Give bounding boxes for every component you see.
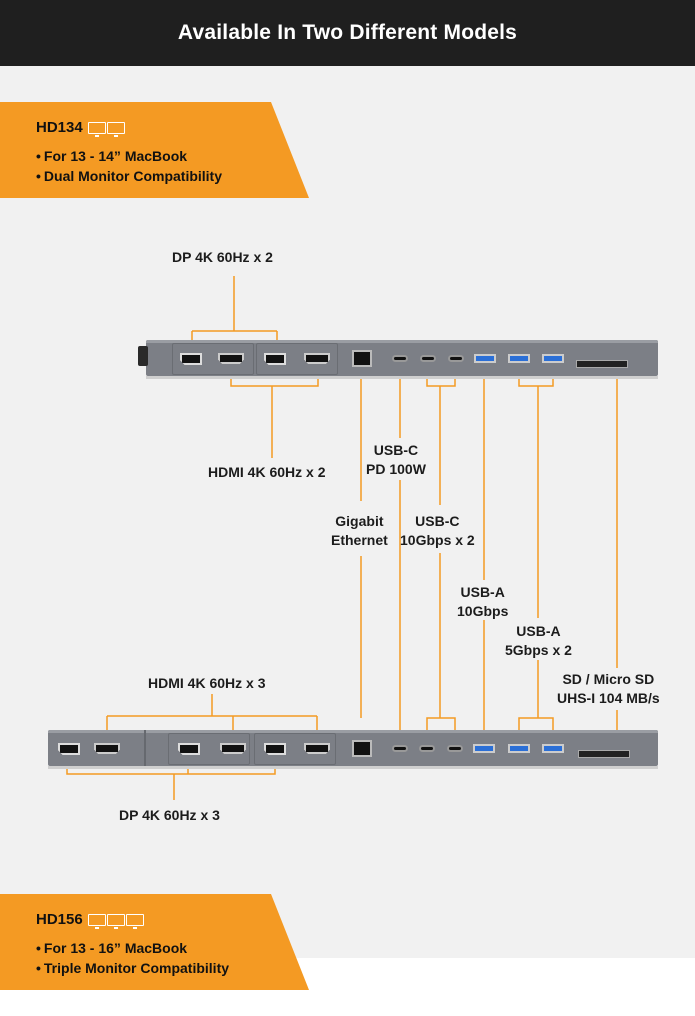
hdmi-port [304,743,330,754]
hdmi-port [220,743,246,754]
page-header: Available In Two Different Models [0,0,695,66]
feature-list: For 13 - 16” MacBook Triple Monitor Comp… [36,938,229,978]
label-line: SD / Micro SD [562,671,655,687]
usb-a-port [542,744,564,753]
line-hd134-dp [191,276,278,348]
displayport-port [264,353,286,365]
usb-a-port [473,744,495,753]
port-plate [254,733,336,765]
feature-item: For 13 - 16” MacBook [36,938,229,958]
port-plate [168,733,250,765]
displayport-port [264,743,286,755]
ethernet-port [352,350,372,367]
label-sd: SD / Micro SD UHS-I 104 MB/s [557,670,660,708]
label-hd134-dp: DP 4K 60Hz x 2 [172,249,273,265]
model-name-text: HD156 [36,911,83,928]
sd-card-slot [576,360,628,368]
line-usba-5g-bottom [518,660,554,736]
model-name: HD156 [36,911,144,929]
label-hd156-dp: DP 4K 60Hz x 3 [119,807,220,823]
dock-shadow [146,376,658,379]
dual-monitor-icon [87,121,125,137]
label-line: USB-C [415,513,460,529]
ethernet-port [352,740,372,757]
feature-list: For 13 - 14” MacBook Dual Monitor Compat… [36,146,222,186]
model-tag-hd134: HD134 For 13 - 14” MacBook Dual Monitor … [0,102,309,198]
port-plate [172,343,254,375]
feature-item: For 13 - 14” MacBook [36,146,222,166]
dock-edge [146,340,658,343]
label-line: 10Gbps x 2 [400,532,475,548]
label-line: Gigabit [335,513,384,529]
model-tag-hd156: HD156 For 13 - 16” MacBook Triple Monito… [0,894,309,990]
usb-c-port [392,355,408,362]
monitor-icon [125,913,144,929]
line-usbc-10g-bottom [426,553,456,736]
hdmi-port [304,353,330,364]
line-usbc-10g-top [426,368,456,505]
label-hd134-hdmi: HDMI 4K 60Hz x 2 [208,464,326,480]
label-line: UHS-I 104 MB/s [557,690,660,706]
model-name: HD134 [36,119,125,137]
label-gigabit-ethernet: Gigabit Ethernet [331,512,388,550]
model-name-text: HD134 [36,119,83,136]
monitor-icon [87,121,106,137]
dock-divider [144,730,146,766]
monitor-icon [106,913,125,929]
usb-a-port [508,744,530,753]
port-plate [256,343,338,375]
feature-item: Dual Monitor Compatibility [36,166,222,186]
monitor-icon [106,121,125,137]
usb-a-port [542,354,564,363]
label-line: 5Gbps x 2 [505,642,572,658]
label-line: PD 100W [366,461,426,477]
label-usba-5g: USB-A 5Gbps x 2 [505,622,572,660]
label-hd156-hdmi: HDMI 4K 60Hz x 3 [148,675,266,691]
usb-c-port [419,745,435,752]
usb-a-port [508,354,530,363]
label-usbc-10g: USB-C 10Gbps x 2 [400,512,475,550]
displayport-port [58,743,80,755]
feature-item: Triple Monitor Compatibility [36,958,229,978]
hd156-dock [48,730,658,769]
usb-a-port [474,354,496,363]
line-hd134-hdmi [230,374,319,458]
label-usba-10g: USB-A 10Gbps [457,583,508,621]
hdmi-port [218,353,244,364]
displayport-port [180,353,202,365]
dock-shadow [48,766,658,769]
displayport-port [178,743,200,755]
hdmi-port [94,743,120,754]
usb-c-port [392,745,408,752]
triple-monitor-icon [87,913,144,929]
label-line: USB-A [460,584,505,600]
label-line: Ethernet [331,532,388,548]
usb-c-port [448,355,464,362]
dock-cable-connector [138,346,148,366]
usb-c-port [420,355,436,362]
dock-edge [48,730,658,733]
label-line: USB-C [373,442,419,458]
sd-card-slot [578,750,630,758]
hd134-dock [146,340,658,379]
monitor-icon [87,913,106,929]
label-line: 10Gbps [457,603,509,619]
usb-c-port [447,745,463,752]
label-usbc-pd: USB-C PD 100W [366,441,426,479]
line-usba-5g-top [518,366,554,618]
label-line: USB-A [516,623,561,639]
page-title: Available In Two Different Models [177,21,518,44]
line-hd156-hdmi [106,694,318,736]
